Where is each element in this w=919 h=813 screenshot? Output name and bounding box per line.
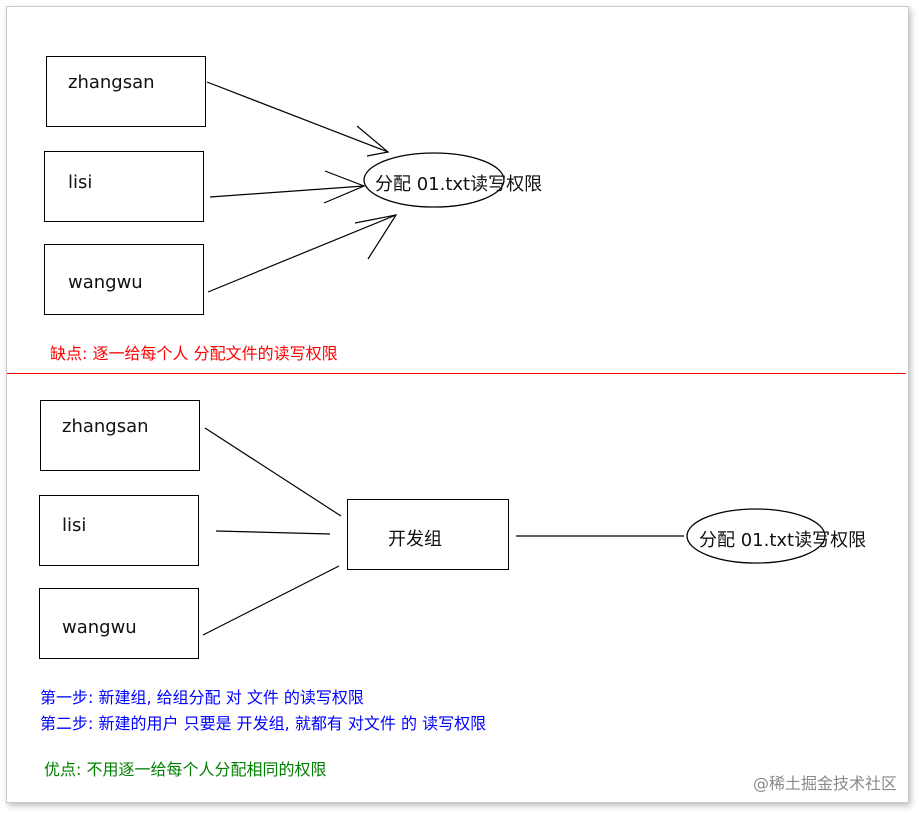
- user-label-lisi-bottom: lisi: [62, 515, 87, 536]
- drawback-note: 缺点: 逐一给每个人 分配文件的读写权限: [50, 344, 338, 363]
- group-box: [347, 499, 509, 570]
- section-divider: [7, 373, 906, 374]
- permission-ellipse-top: [363, 152, 505, 208]
- user-box-wangwu-top: [44, 244, 204, 315]
- user-label-zhangsan-bottom: zhangsan: [62, 416, 149, 437]
- permission-label-top: 分配 01.txt读写权限: [375, 174, 543, 195]
- permission-label-bottom: 分配 01.txt读写权限: [699, 530, 867, 551]
- line-zhangsan-to-group: [204, 427, 342, 517]
- user-box-lisi-top: [44, 151, 204, 222]
- user-box-lisi-bottom: [39, 495, 199, 566]
- line-wangwu-to-group: [202, 565, 340, 636]
- arrow-wangwu-to-permission: [207, 214, 398, 293]
- user-box-wangwu-bottom: [39, 588, 199, 659]
- watermark-text: @稀土掘金技术社区: [752, 774, 897, 793]
- user-label-lisi-top: lisi: [68, 172, 93, 193]
- line-lisi-to-group: [215, 530, 331, 535]
- arrow-lisi-to-permission: [209, 170, 366, 204]
- step2-note: 第二步: 新建的用户 只要是 开发组, 就都有 对文件 的 读写权限: [40, 714, 487, 733]
- permission-ellipse-bottom: [686, 508, 826, 564]
- user-label-zhangsan-top: zhangsan: [68, 72, 155, 93]
- user-label-wangwu-bottom: wangwu: [62, 617, 137, 638]
- step1-note: 第一步: 新建组, 给组分配 对 文件 的读写权限: [40, 688, 364, 707]
- user-box-zhangsan-bottom: [40, 400, 200, 471]
- advantage-note: 优点: 不用逐一给每个人分配相同的权限: [44, 760, 327, 779]
- arrow-zhangsan-to-permission: [206, 81, 390, 157]
- user-box-zhangsan-top: [46, 56, 206, 127]
- user-label-wangwu-top: wangwu: [68, 272, 143, 293]
- group-label: 开发组: [388, 529, 442, 550]
